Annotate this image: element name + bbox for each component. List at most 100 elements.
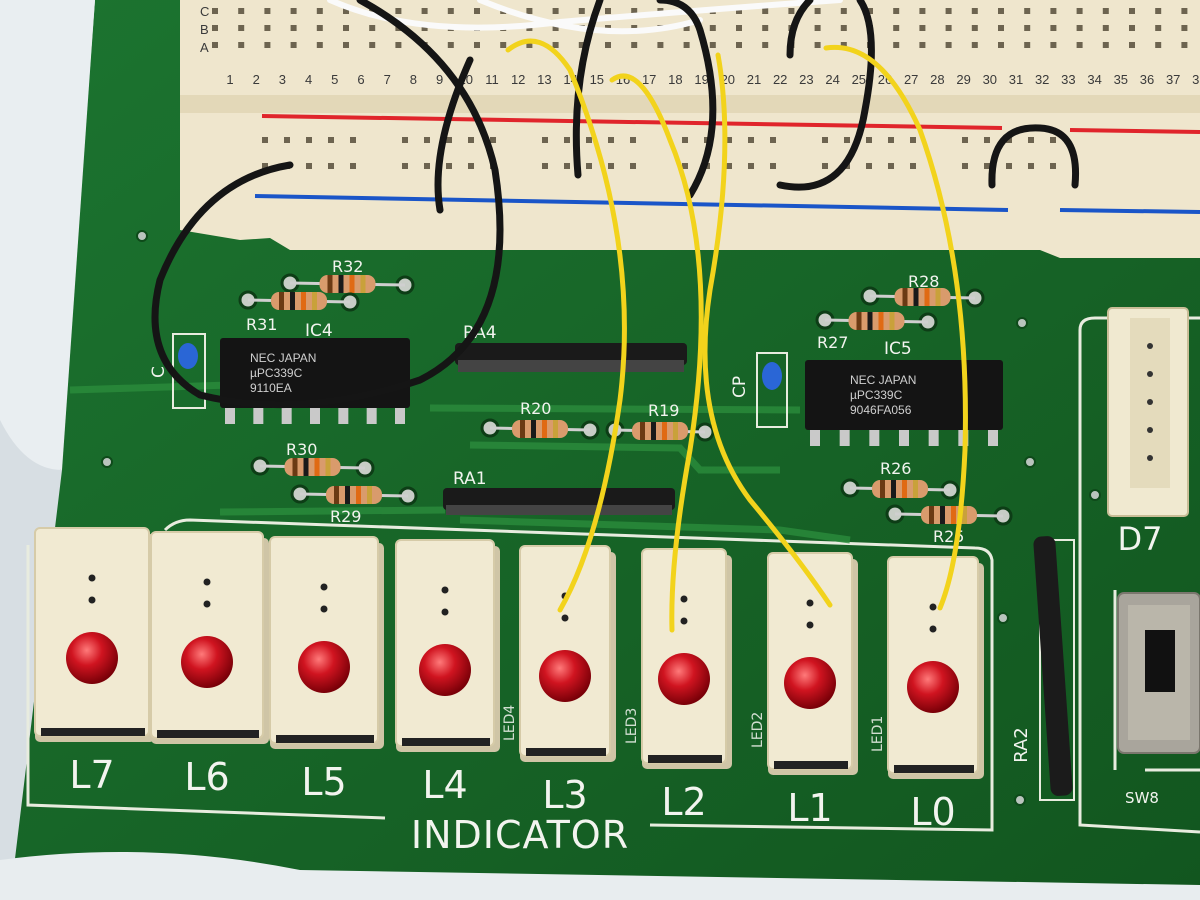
breadboard-hole[interactable]: [1028, 137, 1034, 143]
breadboard-hole[interactable]: [888, 137, 894, 143]
breadboard-hole[interactable]: [212, 8, 218, 14]
breadboard-hole[interactable]: [998, 8, 1004, 14]
breadboard-hole[interactable]: [306, 163, 312, 169]
breadboard-hole[interactable]: [1181, 8, 1188, 14]
breadboard-hole[interactable]: [1050, 163, 1056, 169]
breadboard-hole[interactable]: [1155, 8, 1162, 14]
breadboard-hole[interactable]: [542, 163, 548, 169]
breadboard-hole[interactable]: [447, 8, 454, 14]
breadboard-hole[interactable]: [945, 42, 952, 48]
breadboard-hole[interactable]: [1006, 163, 1012, 169]
breadboard-hole[interactable]: [1024, 42, 1031, 48]
breadboard-hole[interactable]: [290, 42, 297, 48]
breadboard-hole[interactable]: [402, 137, 408, 143]
breadboard-hole[interactable]: [1155, 25, 1162, 31]
breadboard-hole[interactable]: [762, 25, 769, 31]
breadboard-hole[interactable]: [630, 137, 636, 143]
breadboard-hole[interactable]: [998, 42, 1004, 48]
breadboard-hole[interactable]: [945, 8, 952, 14]
breadboard-hole[interactable]: [1129, 8, 1135, 14]
breadboard-hole[interactable]: [395, 42, 402, 48]
breadboard-hole[interactable]: [552, 42, 559, 48]
breadboard-hole[interactable]: [350, 163, 356, 169]
breadboard-hole[interactable]: [748, 137, 754, 143]
breadboard-hole[interactable]: [446, 137, 452, 143]
breadboard-hole[interactable]: [893, 42, 900, 48]
breadboard-hole[interactable]: [888, 163, 894, 169]
breadboard-hole[interactable]: [1050, 137, 1056, 143]
breadboard-hole[interactable]: [369, 25, 376, 31]
breadboard-hole[interactable]: [264, 25, 271, 31]
breadboard-hole[interactable]: [962, 163, 968, 169]
breadboard-hole[interactable]: [1050, 42, 1057, 48]
breadboard-hole[interactable]: [1181, 25, 1188, 31]
breadboard-hole[interactable]: [369, 42, 376, 48]
breadboard-hole[interactable]: [446, 163, 452, 169]
breadboard-hole[interactable]: [290, 8, 297, 14]
breadboard-hole[interactable]: [1076, 42, 1083, 48]
breadboard-hole[interactable]: [762, 8, 769, 14]
breadboard-hole[interactable]: [424, 163, 430, 169]
breadboard-hole[interactable]: [1102, 8, 1109, 14]
breadboard-hole[interactable]: [421, 8, 428, 14]
breadboard-hole[interactable]: [343, 8, 349, 14]
breadboard-hole[interactable]: [328, 163, 334, 169]
breadboard-hole[interactable]: [770, 137, 776, 143]
breadboard-hole[interactable]: [822, 163, 828, 169]
breadboard-hole[interactable]: [682, 163, 688, 169]
breadboard-hole[interactable]: [631, 42, 638, 48]
breadboard-hole[interactable]: [971, 42, 978, 48]
breadboard-hole[interactable]: [586, 137, 592, 143]
breadboard-hole[interactable]: [402, 163, 408, 169]
breadboard-hole[interactable]: [867, 8, 873, 14]
breadboard-hole[interactable]: [526, 8, 533, 14]
breadboard-hole[interactable]: [682, 137, 688, 143]
breadboard-hole[interactable]: [526, 42, 533, 48]
breadboard-hole[interactable]: [844, 137, 850, 143]
breadboard-hole[interactable]: [984, 137, 990, 143]
breadboard-hole[interactable]: [468, 137, 474, 143]
breadboard-hole[interactable]: [542, 137, 548, 143]
breadboard-hole[interactable]: [343, 42, 349, 48]
breadboard-hole[interactable]: [238, 42, 245, 48]
breadboard-hole[interactable]: [709, 25, 716, 31]
breadboard-hole[interactable]: [238, 25, 245, 31]
breadboard-hole[interactable]: [264, 8, 271, 14]
breadboard-hole[interactable]: [474, 8, 480, 14]
breadboard-hole[interactable]: [316, 42, 323, 48]
breadboard-hole[interactable]: [631, 8, 638, 14]
breadboard-hole[interactable]: [578, 42, 585, 48]
breadboard-hole[interactable]: [264, 42, 271, 48]
breadboard-hole[interactable]: [657, 42, 664, 48]
breadboard-hole[interactable]: [262, 137, 268, 143]
breadboard-hole[interactable]: [748, 163, 754, 169]
breadboard-hole[interactable]: [564, 137, 570, 143]
breadboard-hole[interactable]: [212, 25, 218, 31]
breadboard-hole[interactable]: [814, 8, 821, 14]
breadboard-hole[interactable]: [814, 42, 821, 48]
breadboard-hole[interactable]: [500, 42, 507, 48]
breadboard-hole[interactable]: [316, 8, 323, 14]
breadboard-hole[interactable]: [284, 137, 290, 143]
breadboard-hole[interactable]: [1024, 25, 1031, 31]
breadboard-hole[interactable]: [608, 163, 614, 169]
breadboard-hole[interactable]: [1076, 8, 1083, 14]
breadboard-hole[interactable]: [630, 163, 636, 169]
breadboard-hole[interactable]: [328, 137, 334, 143]
breadboard-hole[interactable]: [971, 25, 978, 31]
breadboard-hole[interactable]: [350, 137, 356, 143]
breadboard-hole[interactable]: [468, 163, 474, 169]
breadboard-hole[interactable]: [814, 25, 821, 31]
breadboard-hole[interactable]: [736, 42, 742, 48]
breadboard-hole[interactable]: [424, 137, 430, 143]
breadboard-hole[interactable]: [290, 25, 297, 31]
breadboard-hole[interactable]: [945, 25, 952, 31]
breadboard-hole[interactable]: [919, 42, 926, 48]
breadboard-hole[interactable]: [1050, 8, 1057, 14]
breadboard-hole[interactable]: [984, 163, 990, 169]
breadboard-hole[interactable]: [840, 25, 847, 31]
breadboard-hole[interactable]: [474, 42, 480, 48]
breadboard-hole[interactable]: [608, 137, 614, 143]
breadboard-hole[interactable]: [1102, 25, 1109, 31]
breadboard-hole[interactable]: [1181, 42, 1188, 48]
